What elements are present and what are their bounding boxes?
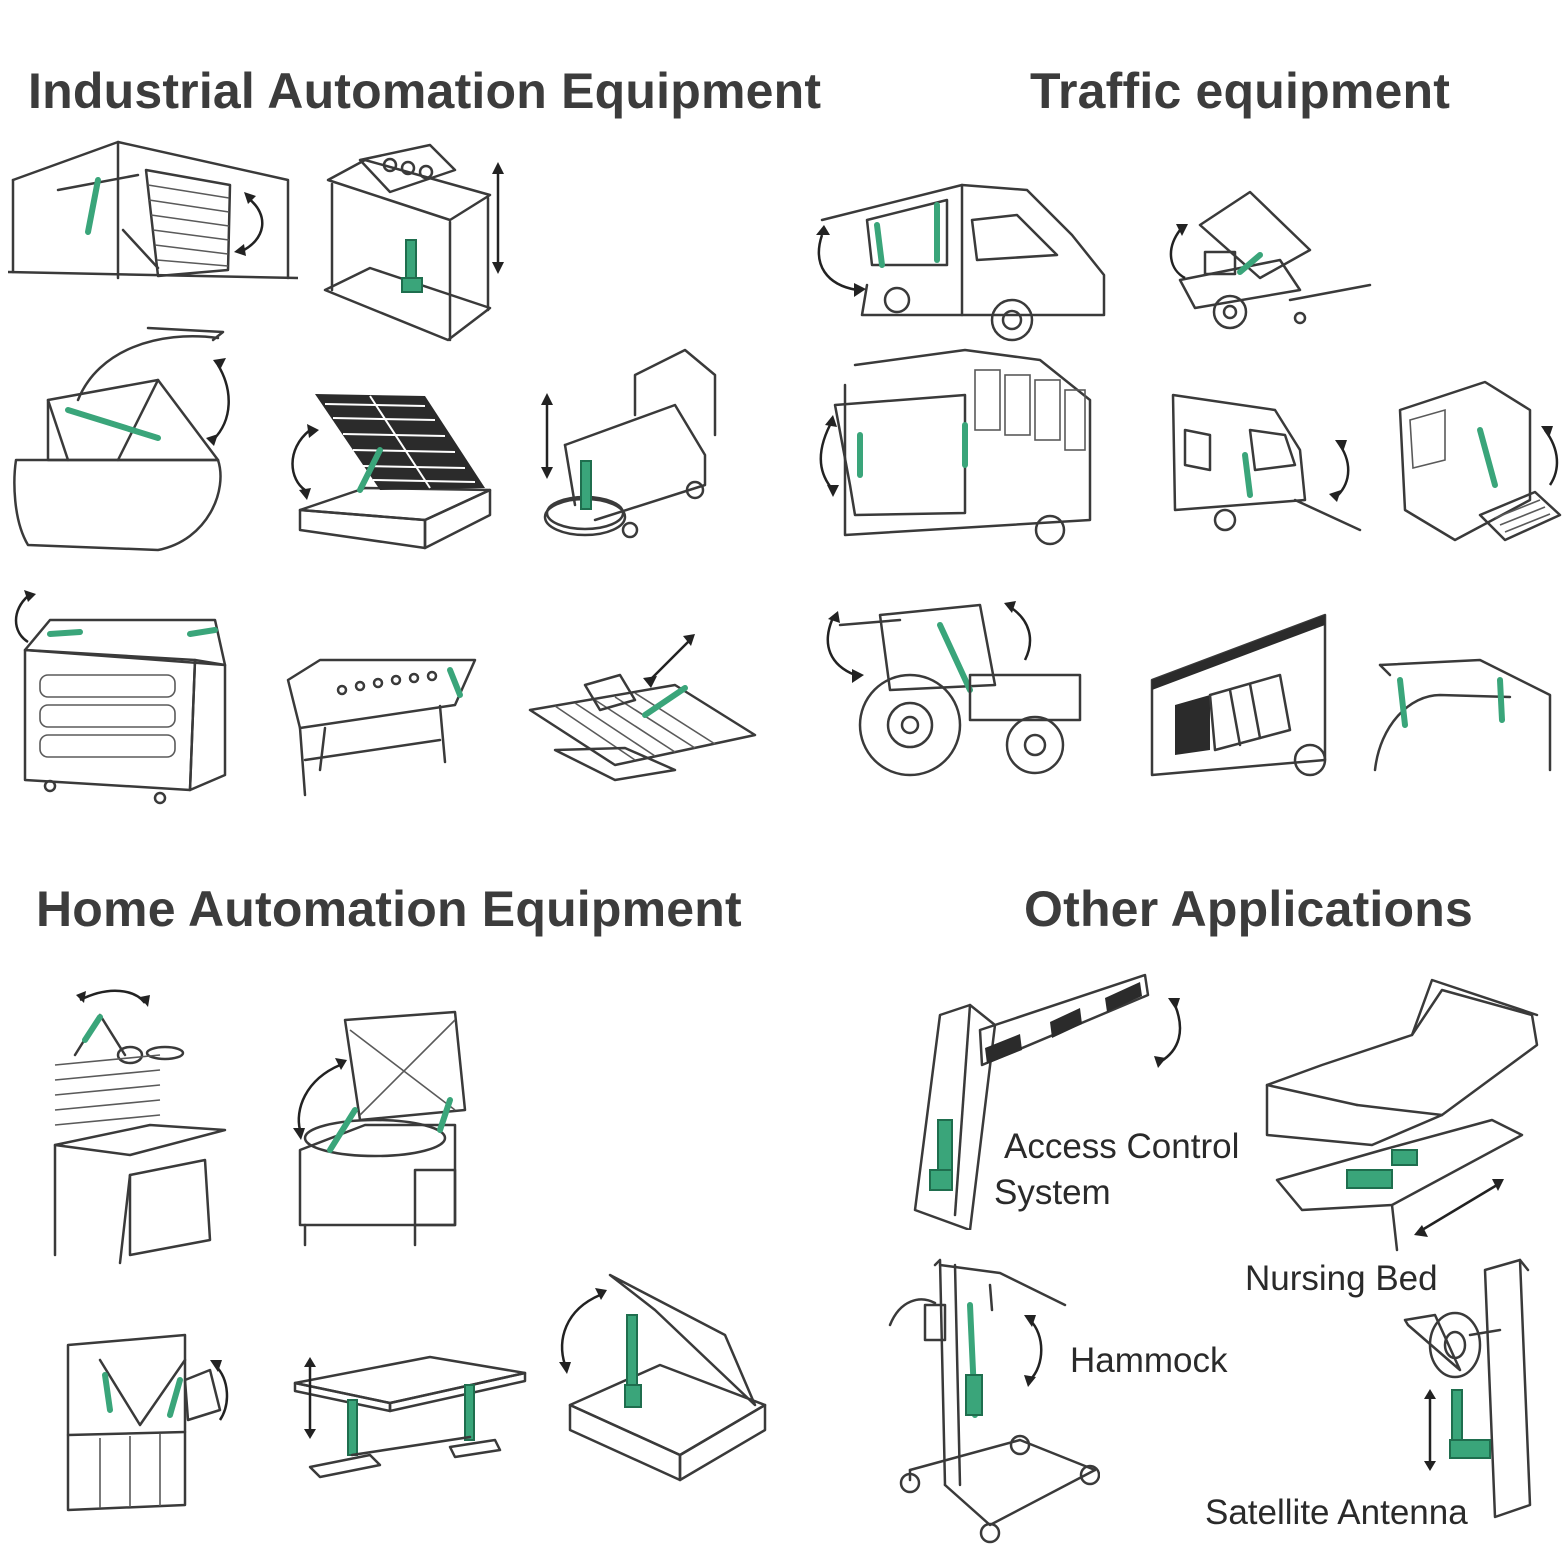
bus-luggage-illustration: [1150, 613, 1327, 777]
hammock-label: Hammock: [1070, 1341, 1228, 1380]
hinged-chest-illustration: [293, 1010, 467, 1247]
van-step-illustration: [1398, 380, 1562, 542]
dumpster-illustration: [14, 590, 227, 805]
storage-bed-illustration: [291, 394, 492, 550]
access-control-label-line1: Access Control: [1004, 1127, 1240, 1166]
foosball-table-illustration: [286, 658, 477, 797]
traffic-heading: Traffic equipment: [1030, 63, 1451, 119]
access-control-label-line2: System: [994, 1173, 1111, 1212]
tractor-illustration: [826, 601, 1082, 777]
kitchen-cabinet-illustration: [53, 989, 227, 1265]
satellite-antenna-illustration: [1403, 1258, 1532, 1519]
patient-hoist-illustration: [888, 1258, 1100, 1544]
car-tailgate-illustration: [1373, 658, 1552, 772]
food-truck-illustration: [816, 183, 1106, 342]
industrial-heading: Industrial Automation Equipment: [28, 63, 822, 119]
conveyor-illustration: [528, 634, 757, 782]
lifting-table-illustration: [323, 143, 504, 342]
tipping-trailer-illustration: [1169, 190, 1372, 330]
satellite-antenna-label: Satellite Antenna: [1205, 1493, 1468, 1532]
nursing-bed-label: Nursing Bed: [1245, 1259, 1438, 1298]
bus-illustration: [819, 348, 1092, 546]
camper-trailer-illustration: [1171, 393, 1362, 532]
skylight-hatch-illustration: [559, 1273, 767, 1482]
warehouse-door-illustration: [8, 140, 298, 280]
height-adjustable-table-illustration: [293, 1355, 527, 1479]
barrier-gate-illustration: [913, 973, 1182, 1230]
floor-scrubber-illustration: [541, 348, 717, 539]
other-heading: Other Applications: [1024, 881, 1474, 937]
display-counter-illustration: [13, 326, 230, 552]
wardrobe-illustration: [66, 1333, 229, 1512]
nursing-bed-illustration: [1265, 978, 1539, 1252]
home-heading: Home Automation Equipment: [36, 881, 742, 937]
